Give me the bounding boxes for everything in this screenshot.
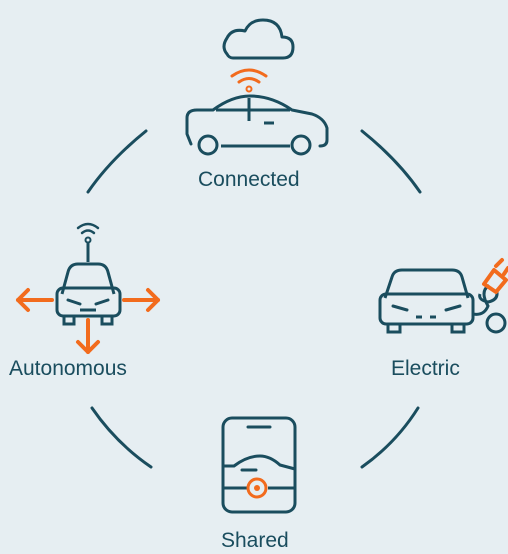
autonomous-car-arrows-icon — [16, 222, 160, 354]
node-label-connected: Connected — [198, 168, 300, 191]
arc-bottom-right — [360, 406, 420, 469]
node-label-shared: Shared — [221, 529, 289, 552]
arc-top-right — [360, 129, 422, 194]
arc-bottom-left — [90, 406, 153, 469]
electric-car-plug-icon — [378, 258, 508, 334]
node-label-electric: Electric — [391, 357, 460, 380]
connected-car-cloud-icon — [185, 18, 329, 156]
arc-top-left — [86, 129, 148, 194]
node-label-autonomous: Autonomous — [9, 357, 127, 380]
cycle-arcs — [86, 129, 422, 469]
phone-car-share-icon — [221, 416, 297, 514]
